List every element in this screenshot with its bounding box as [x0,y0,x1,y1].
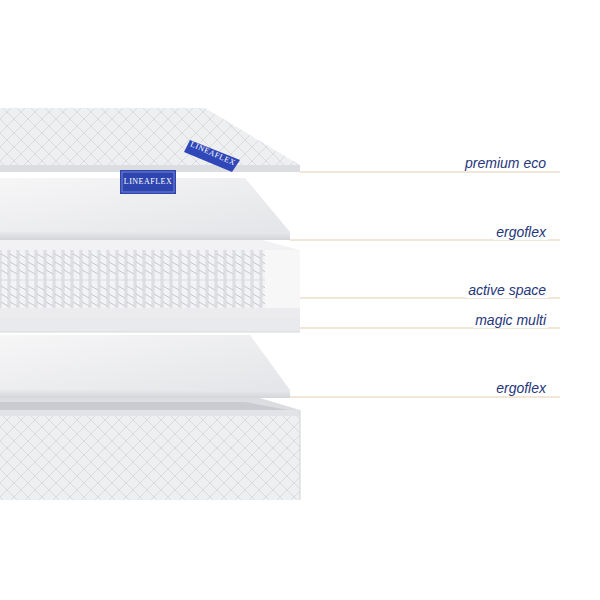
layer-label: ergoflex [494,224,548,240]
layer-label: ergoflex [494,380,548,396]
layer-label: active space [466,282,548,298]
layer-label: magic multi [473,312,548,328]
premium-eco-cover [0,108,300,194]
brand-tag: LINEAFLEX [120,177,176,186]
bottom-cover [0,395,300,500]
magic-multi-layer [0,318,300,332]
ergoflex-lower-layer [0,335,290,398]
active-space-layer [0,240,300,318]
layer-label: premium eco [463,155,548,171]
leader-lines [290,172,560,397]
